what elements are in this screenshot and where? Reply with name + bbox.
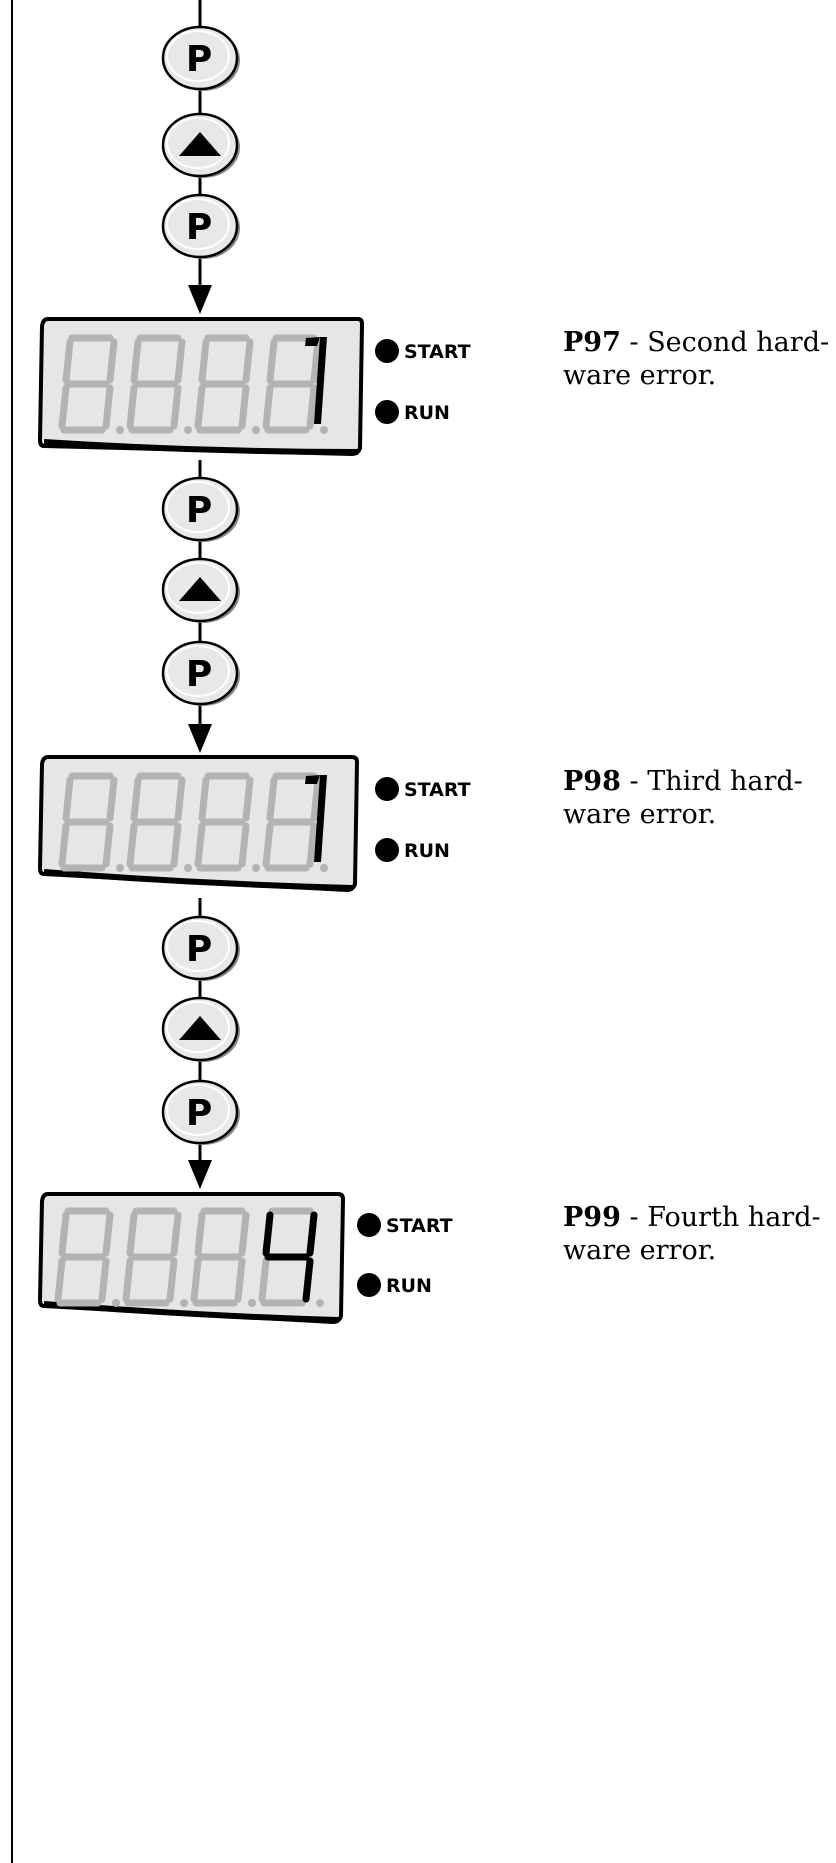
run-led: RUN [375, 400, 450, 424]
svg-text:START: START [404, 341, 471, 363]
active-digit [305, 775, 327, 862]
parameter-code: P98 [563, 766, 621, 797]
step-description: P98 - Third hard-ware error. [563, 766, 803, 830]
p-key-icon: P [161, 476, 242, 544]
led-dot-icon [357, 1273, 381, 1297]
svg-text:P: P [186, 490, 212, 531]
p-key-icon: P [161, 915, 242, 983]
svg-text:P: P [186, 207, 212, 248]
led-dot-icon [375, 339, 399, 363]
step-description: P99 - Fourth hard-ware error. [563, 1202, 821, 1266]
seven-segment-display: 1 [37, 317, 365, 457]
seven-segment-display: 4 [37, 1192, 346, 1325]
svg-text:START: START [404, 779, 471, 801]
active-digit [305, 337, 327, 424]
parameter-code: P97 [563, 327, 621, 358]
svg-text:RUN: RUN [404, 840, 450, 862]
description-text: Second hard-ware error. [563, 327, 830, 391]
p-key-icon: P [161, 193, 242, 261]
step-group: P P 1 START [37, 460, 471, 893]
led-dot-icon [375, 777, 399, 801]
svg-text:P: P [186, 654, 212, 695]
svg-text:P: P [186, 1093, 212, 1134]
start-led: START [375, 777, 471, 801]
p-key-icon: P [161, 25, 242, 93]
led-dot-icon [375, 838, 399, 862]
led-dot-icon [357, 1213, 381, 1237]
description-text: Fourth hard-ware error. [563, 1202, 821, 1266]
seven-segment-display: 1 [37, 755, 360, 893]
down-arrow-icon [188, 1160, 212, 1189]
step-description: P97 - Second hard-ware error. [563, 327, 830, 391]
run-led: RUN [375, 838, 450, 862]
parameter-code: P99 [563, 1202, 621, 1233]
step-group: P P 1 START [37, 0, 471, 457]
svg-text:P: P [186, 929, 212, 970]
down-arrow-icon [188, 724, 212, 753]
led-dot-icon [375, 400, 399, 424]
svg-text:START: START [386, 1215, 453, 1237]
down-arrow-icon [188, 285, 212, 314]
margin-rule [11, 0, 13, 1863]
active-digit [262, 1211, 318, 1303]
svg-text:P: P [186, 39, 212, 80]
start-led: START [357, 1213, 453, 1237]
step-group: P P 4 [37, 898, 453, 1325]
p-key-icon: P [161, 640, 242, 708]
up-arrow-key-icon [161, 557, 242, 625]
svg-text:RUN: RUN [386, 1275, 432, 1297]
svg-text:RUN: RUN [404, 402, 450, 424]
start-led: START [375, 339, 471, 363]
p-key-icon: P [161, 1079, 242, 1147]
run-led: RUN [357, 1273, 432, 1297]
up-arrow-key-icon [161, 112, 242, 180]
up-arrow-key-icon [161, 996, 242, 1064]
description-text: Third hard-ware error. [563, 766, 803, 830]
